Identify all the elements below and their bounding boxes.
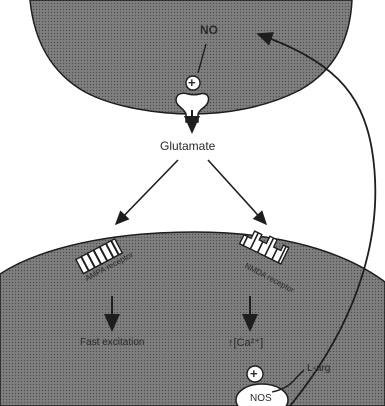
glutamate-label: Glutamate xyxy=(160,140,215,152)
plus-sign-top: + xyxy=(188,76,196,89)
no-label: NO xyxy=(200,24,218,36)
fast-excitation-label: Fast excitation xyxy=(80,338,144,348)
calcium-increase-label: ↑[Ca²⁺] xyxy=(228,338,263,349)
arrow-to-nmda xyxy=(208,160,266,224)
l-arg-label: L-arg xyxy=(307,364,330,374)
nos-label: NOS xyxy=(250,394,272,404)
plus-sign-bottom: + xyxy=(250,367,258,380)
postsynaptic-cell xyxy=(0,232,385,406)
arrow-to-ampa xyxy=(116,160,178,224)
